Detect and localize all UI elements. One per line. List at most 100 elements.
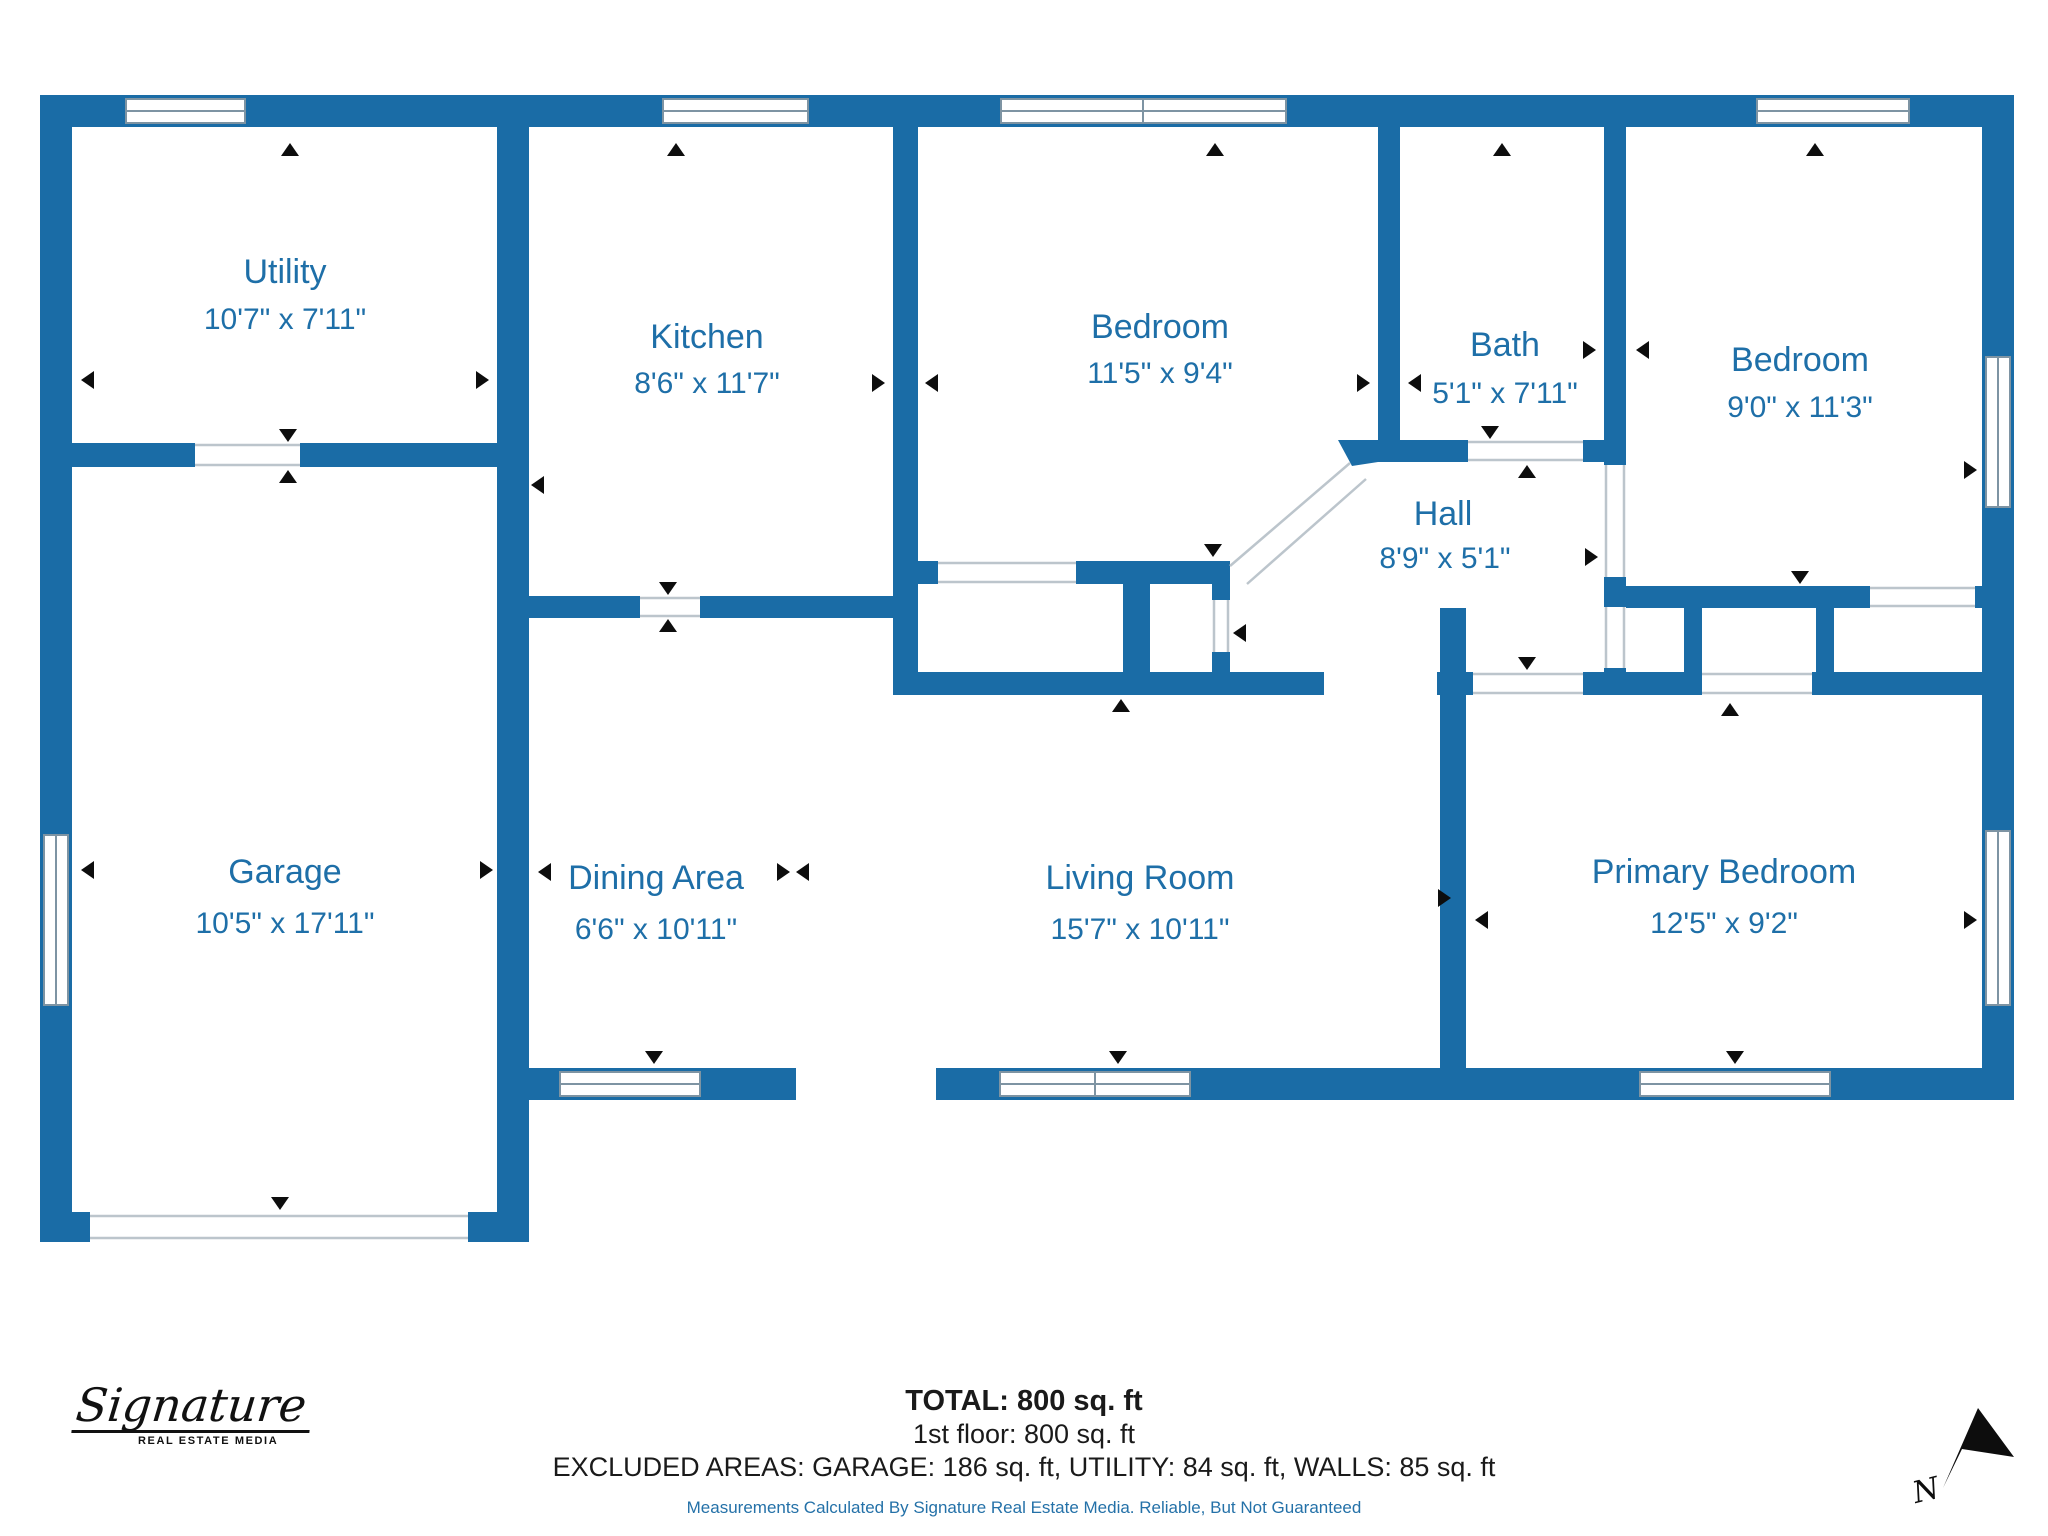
- wall: [893, 672, 1324, 695]
- disclaimer-text: Measurements Calculated By Signature Rea…: [686, 1498, 1362, 1517]
- room-dimensions: 11'5" x 9'4": [1087, 357, 1233, 390]
- window: [1756, 98, 1910, 124]
- room-name: Hall: [1414, 495, 1473, 533]
- room-garage: Garage 10'5" x 17'11": [196, 853, 375, 940]
- measure-arrow-icon: [1206, 143, 1224, 156]
- measure-arrow-icon: [81, 861, 94, 879]
- footer: TOTAL: 800 sq. ft 1st floor: 800 sq. ft …: [0, 1384, 2048, 1518]
- measure-arrow-icon: [1726, 1051, 1744, 1064]
- measure-arrow-icon: [538, 863, 551, 881]
- north-label: N: [1908, 1470, 1945, 1511]
- measure-arrow-icon: [1438, 889, 1451, 907]
- window: [1985, 356, 2011, 508]
- walls: [40, 95, 2014, 1242]
- window: [999, 1071, 1191, 1097]
- measure-arrow-icon: [271, 1197, 289, 1210]
- window: [1639, 1071, 1831, 1097]
- measure-arrow-icon: [1583, 341, 1596, 359]
- room-name: Bath: [1470, 326, 1540, 364]
- measure-arrow-icon: [1721, 703, 1739, 716]
- wall: [40, 95, 72, 1242]
- room-name: Kitchen: [650, 318, 763, 356]
- room-primary-bedroom: Primary Bedroom 12'5" x 9'2": [1592, 853, 1857, 940]
- measure-arrow-icon: [796, 863, 809, 881]
- window: [1985, 830, 2011, 1006]
- first-floor-area-text: 1st floor: 800 sq. ft: [912, 1419, 1136, 1449]
- measure-arrow-icon: [81, 371, 94, 389]
- measure-arrow-icon: [1408, 374, 1421, 392]
- room-dimensions: 5'1" x 7'11": [1432, 377, 1578, 410]
- measure-arrow-icon: [1233, 624, 1246, 642]
- wall: [893, 127, 918, 672]
- room-name: Primary Bedroom: [1592, 853, 1857, 891]
- measure-arrow-icon: [1518, 657, 1536, 670]
- measure-arrow-icon: [531, 476, 544, 494]
- measure-arrow-icon: [1806, 143, 1824, 156]
- measure-arrow-icon: [1964, 461, 1977, 479]
- room-name: Utility: [243, 253, 326, 291]
- room-utility: Utility 10'7" x 7'11": [204, 253, 366, 336]
- window: [559, 1071, 701, 1097]
- room-dimensions: 9'0" x 11'3": [1727, 391, 1873, 424]
- room-living-room: Living Room 15'7" x 10'11": [1046, 859, 1235, 946]
- angled-wall: [1338, 440, 1378, 466]
- room-dining-area: Dining Area 6'6" x 10'11": [568, 859, 744, 946]
- measure-arrow-icon: [872, 374, 885, 392]
- signature-logo: Signature REAL ESTATE MEDIA: [71, 1378, 334, 1447]
- measure-arrow-icon: [480, 861, 493, 879]
- window: [1000, 98, 1287, 124]
- measure-arrow-icon: [1964, 911, 1977, 929]
- total-area-text: TOTAL: 800 sq. ft: [905, 1385, 1143, 1417]
- measure-arrow-icon: [1112, 699, 1130, 712]
- measure-arrow-icon: [659, 619, 677, 632]
- measure-arrow-icon: [1481, 426, 1499, 439]
- measure-arrow-icon: [645, 1051, 663, 1064]
- measure-arrow-icon: [659, 582, 677, 595]
- measure-arrow-icon: [1109, 1051, 1127, 1064]
- room-dimensions: 15'7" x 10'11": [1051, 913, 1230, 946]
- excluded-areas-text: EXCLUDED AREAS: GARAGE: 186 sq. ft, UTIL…: [552, 1452, 1496, 1482]
- wall: [1378, 127, 1400, 462]
- room-labels: Utility 10'7" x 7'11" Kitchen 8'6" x 11'…: [196, 253, 1873, 946]
- room-bedroom-1: Bedroom 11'5" x 9'4": [1087, 308, 1233, 390]
- logo-script-text: Signature: [71, 1378, 315, 1433]
- room-dimensions: 8'6" x 11'7": [634, 367, 780, 400]
- measure-arrow-icon: [1357, 374, 1370, 392]
- logo-subtext: REAL ESTATE MEDIA: [138, 1435, 279, 1447]
- measure-arrow-icon: [777, 863, 790, 881]
- measure-arrow-icon: [1518, 465, 1536, 478]
- measure-arrow-icon: [281, 143, 299, 156]
- measure-arrow-icon: [476, 371, 489, 389]
- wall: [1816, 608, 1834, 672]
- room-dimensions: 6'6" x 10'11": [575, 913, 737, 946]
- room-name: Bedroom: [1091, 308, 1229, 346]
- measure-arrow-icon: [1475, 911, 1488, 929]
- room-bath: Bath 5'1" x 7'11": [1432, 326, 1578, 410]
- measure-arrow-icon: [667, 143, 685, 156]
- north-arrow-icon: [1943, 1408, 2014, 1488]
- wall: [497, 127, 529, 1242]
- measure-arrow-icon: [925, 374, 938, 392]
- windows: [43, 98, 2011, 1097]
- window: [43, 834, 69, 1006]
- room-name: Bedroom: [1731, 341, 1869, 379]
- room-dimensions: 10'5" x 17'11": [196, 907, 375, 940]
- measure-arrow-icon: [1585, 548, 1598, 566]
- room-dimensions: 12'5" x 9'2": [1650, 907, 1798, 940]
- room-dimensions: 10'7" x 7'11": [204, 303, 366, 336]
- room-name: Dining Area: [568, 859, 744, 897]
- measure-arrow-icon: [1636, 341, 1649, 359]
- room-dimensions: 8'9" x 5'1": [1379, 542, 1510, 575]
- measurement-arrows: [81, 143, 1977, 1210]
- measure-arrow-icon: [279, 429, 297, 442]
- window: [125, 98, 246, 124]
- room-name: Living Room: [1046, 859, 1235, 897]
- room-bedroom-2: Bedroom 9'0" x 11'3": [1727, 341, 1873, 424]
- wall: [522, 596, 893, 618]
- north-arrow: N: [1908, 1408, 2014, 1511]
- room-kitchen: Kitchen 8'6" x 11'7": [634, 318, 780, 400]
- openings: [90, 440, 1975, 1242]
- wall: [1812, 672, 2014, 695]
- measure-arrow-icon: [279, 470, 297, 483]
